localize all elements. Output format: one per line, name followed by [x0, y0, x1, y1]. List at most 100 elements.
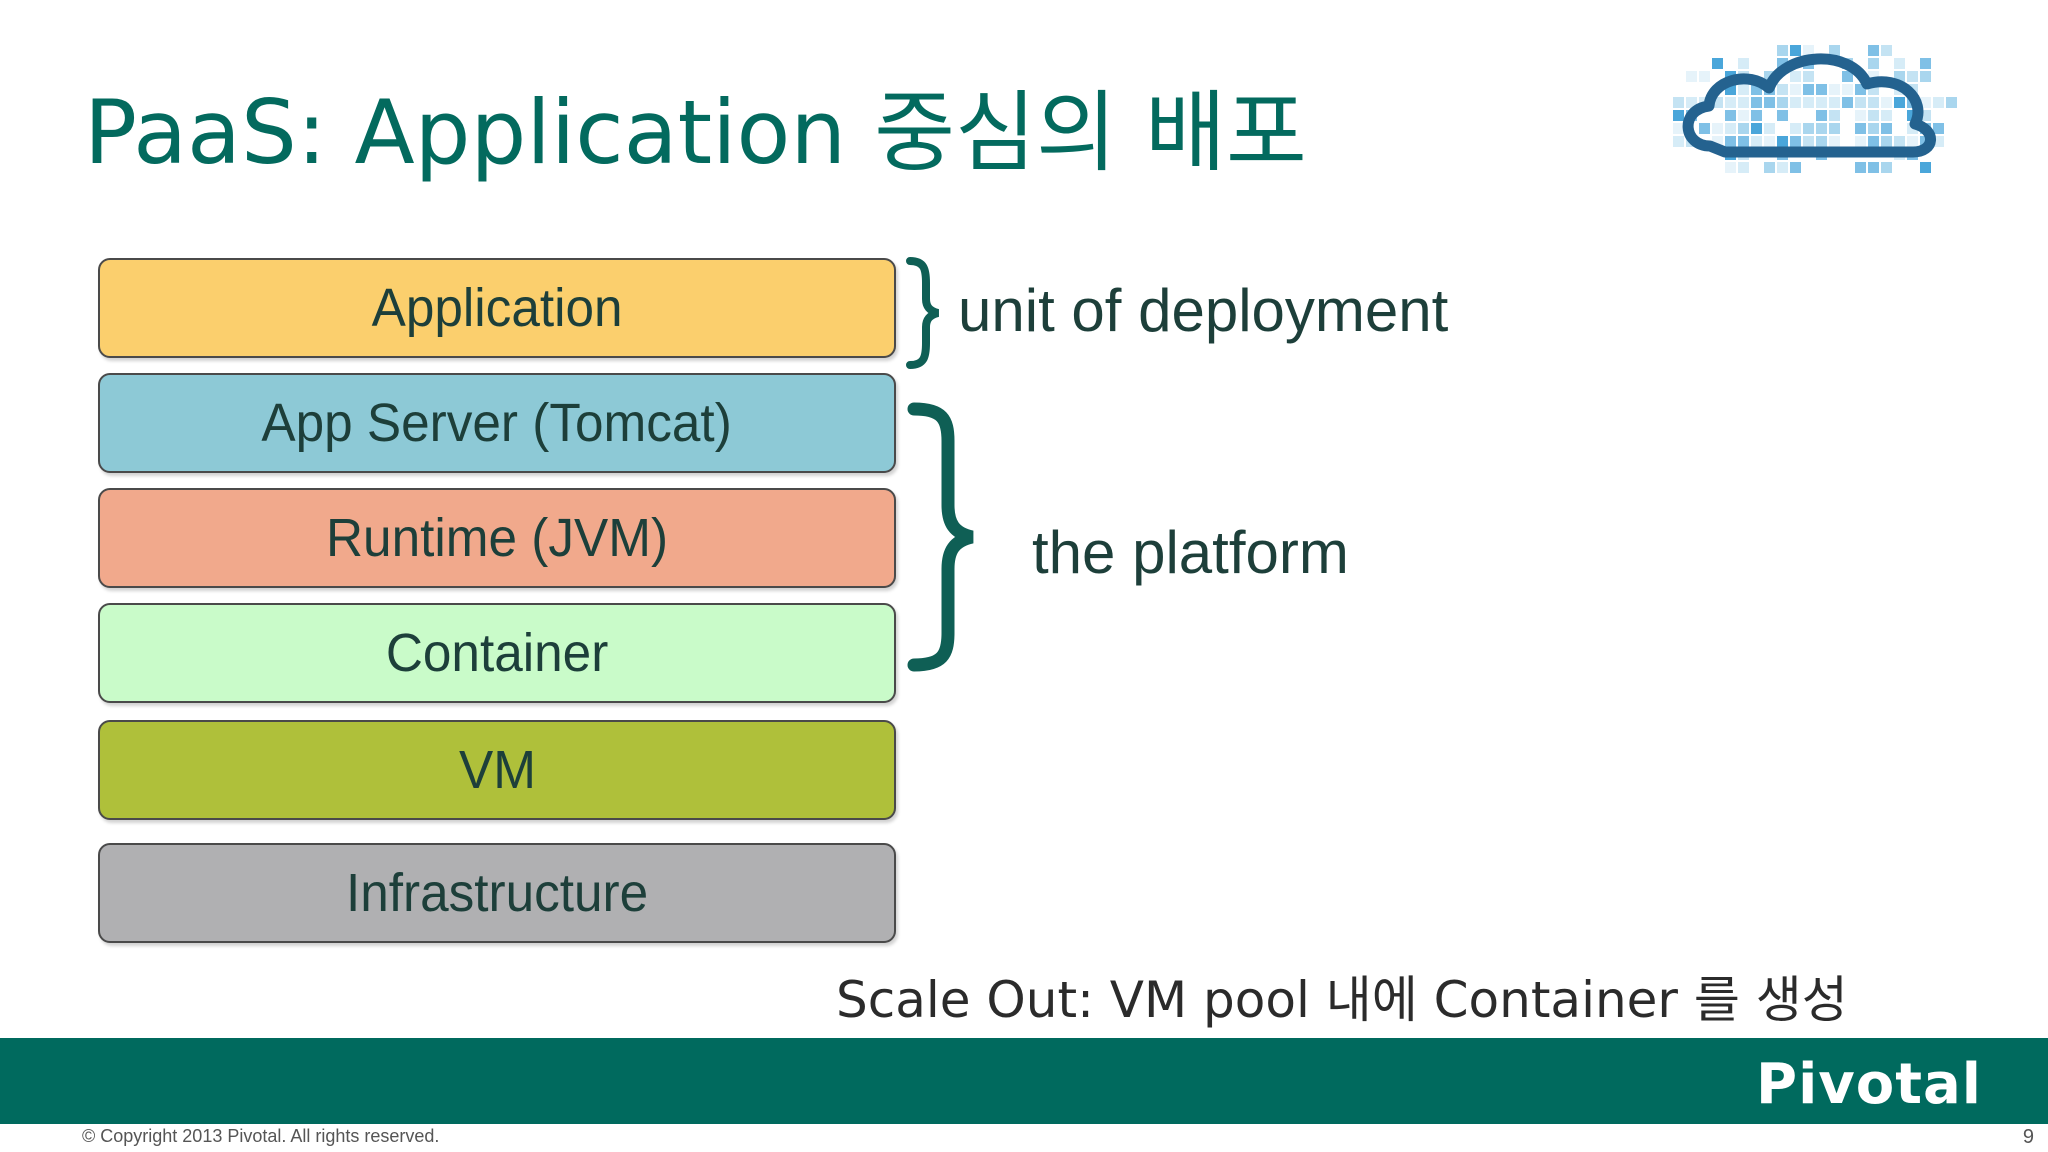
cloud-pixel: [1738, 162, 1749, 173]
cloud-pixel: [1894, 71, 1905, 82]
cloud-pixel: [1764, 97, 1775, 108]
cloud-pixel: [1790, 71, 1801, 82]
cloud-pixel: [1868, 71, 1879, 82]
layer-application: Application: [98, 258, 896, 358]
cloud-pixel: [1855, 110, 1866, 121]
copyright-text: © Copyright 2013 Pivotal. All rights res…: [82, 1126, 440, 1146]
cloud-pixel: [1816, 136, 1827, 147]
cloud-pixel: [1881, 110, 1892, 121]
layer-vm: VM: [98, 720, 896, 820]
cloud-pixel: [1894, 58, 1905, 69]
cloud-pixel: [1868, 45, 1879, 56]
cloud-pixel: [1738, 110, 1749, 121]
cloud-pixel: [1777, 84, 1788, 95]
platform-brace: [907, 402, 974, 672]
cloud-pixel: [1881, 136, 1892, 147]
cloud-pixel: [1933, 123, 1944, 134]
cloud-pixel: [1816, 110, 1827, 121]
cloud-pixel: [1920, 58, 1931, 69]
cloud-pixel: [1868, 84, 1879, 95]
brace-group: [906, 257, 974, 672]
cloud-pixel: [1829, 45, 1840, 56]
cloud-pixel: [1738, 97, 1749, 108]
unit-brace: [906, 257, 940, 369]
cloud-pixel: [1790, 136, 1801, 147]
cloud-pixel: [1738, 123, 1749, 134]
slide-title: PaaS: Application 중심의 배포: [84, 81, 1307, 184]
cloud-pixel: [1868, 97, 1879, 108]
cloud-pixel: [1686, 97, 1697, 108]
cloud-pixel: [1920, 71, 1931, 82]
unit-of-deployment-label: unit of deployment: [958, 277, 1449, 344]
cloud-pixel: [1738, 136, 1749, 147]
cloud-pixel: [1946, 97, 1957, 108]
cloud-pixel: [1777, 162, 1788, 173]
layer-infrastructure-label: Infrastructure: [345, 863, 649, 923]
pixel-cloud-icon: [1673, 45, 1957, 173]
cloud-pixel: [1777, 58, 1788, 69]
cloud-pixel: [1803, 136, 1814, 147]
cloud-pixel: [1855, 123, 1866, 134]
cloud-pixel: [1855, 97, 1866, 108]
cloud-pixel: [1777, 136, 1788, 147]
cloud-pixel: [1816, 123, 1827, 134]
cloud-pixel: [1712, 97, 1723, 108]
cloud-pixel: [1712, 136, 1723, 147]
cloud-pixel: [1816, 97, 1827, 108]
cloud-pixel: [1790, 162, 1801, 173]
cloud-pixel: [1764, 123, 1775, 134]
cloud-pixel: [1920, 162, 1931, 173]
cloud-pixel: [1829, 84, 1840, 95]
cloud-pixel: [1751, 97, 1762, 108]
cloud-pixel: [1855, 136, 1866, 147]
layer-runtime-label: Runtime (JVM): [325, 508, 669, 568]
layer-application-label: Application: [371, 278, 623, 338]
cloud-pixel: [1894, 136, 1905, 147]
cloud-pixel: [1816, 84, 1827, 95]
cloud-pixel: [1829, 110, 1840, 121]
cloud-pixel: [1725, 136, 1736, 147]
cloud-pixel: [1738, 58, 1749, 69]
cloud-pixel: [1725, 84, 1736, 95]
cloud-pixel: [1699, 71, 1710, 82]
cloud-pixel: [1790, 84, 1801, 95]
cloud-pixel: [1868, 136, 1879, 147]
cloud-pixel: [1803, 123, 1814, 134]
cloud-pixel: [1803, 97, 1814, 108]
cloud-pixel: [1751, 123, 1762, 134]
cloud-pixel: [1868, 110, 1879, 121]
cloud-pixel: [1673, 97, 1684, 108]
cloud-pixel: [1920, 110, 1931, 121]
layer-app-server-label: App Server (Tomcat): [261, 393, 733, 453]
cloud-pixel: [1725, 123, 1736, 134]
cloud-pixel: [1712, 58, 1723, 69]
cloud-pixel: [1673, 110, 1684, 121]
cloud-pixel: [1907, 71, 1918, 82]
cloud-pixel: [1894, 97, 1905, 108]
cloud-pixel: [1686, 71, 1697, 82]
cloud-pixel: [1920, 97, 1931, 108]
cloud-pixel: [1881, 97, 1892, 108]
cloud-pixel: [1790, 123, 1801, 134]
cloud-pixel: [1751, 136, 1762, 147]
layer-runtime: Runtime (JVM): [98, 488, 896, 588]
cloud-pixel: [1777, 97, 1788, 108]
cloud-pixel: [1712, 123, 1723, 134]
scale-out-note: Scale Out: VM pool 내에 Container 를 생성: [836, 971, 1848, 1029]
cloud-pixel: [1751, 110, 1762, 121]
cloud-pixel: [1829, 123, 1840, 134]
cloud-pixel: [1933, 136, 1944, 147]
cloud-pixel: [1933, 97, 1944, 108]
layer-container-label: Container: [385, 623, 609, 683]
cloud-pixel: [1855, 84, 1866, 95]
cloud-pixel: [1881, 45, 1892, 56]
layer-vm-label: VM: [458, 740, 536, 800]
platform-label: the platform: [1032, 519, 1349, 586]
cloud-pixel: [1738, 84, 1749, 95]
cloud-pixel: [1699, 123, 1710, 134]
cloud-pixel: [1842, 97, 1853, 108]
cloud-pixel: [1829, 136, 1840, 147]
cloud-pixel: [1803, 71, 1814, 82]
cloud-pixel: [1868, 123, 1879, 134]
footer-bar: Pivotal: [0, 1038, 2048, 1124]
